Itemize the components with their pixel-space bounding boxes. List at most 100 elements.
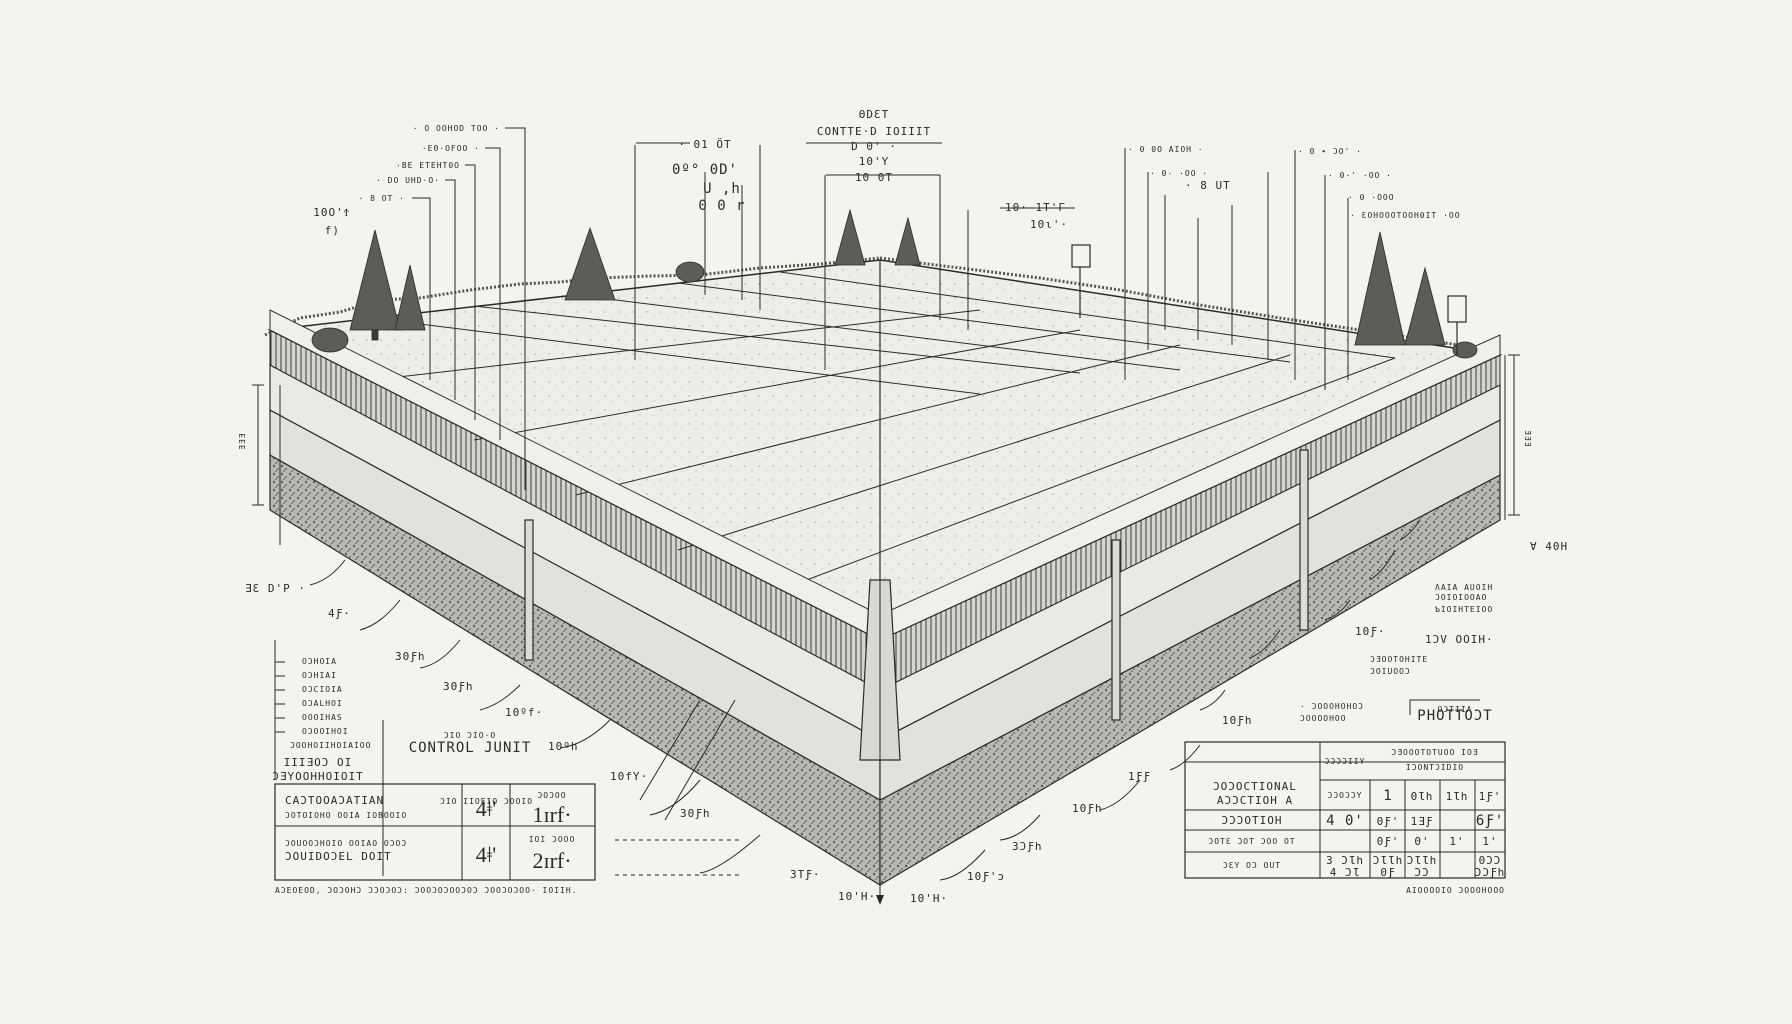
label: 30Ƒh <box>680 807 711 820</box>
table-cell: 1ƎƑ <box>1411 815 1434 828</box>
label: ƄIOIHTEIOO <box>1435 605 1493 614</box>
label: 10fY· <box>610 770 648 783</box>
table-cell: 1Ƒ' <box>1479 790 1502 803</box>
leader-lines <box>279 127 1506 881</box>
label: 10'H· <box>838 890 876 903</box>
legend-item: OƆCIOIA <box>302 685 343 694</box>
label: f) <box>325 224 340 237</box>
tree-icon <box>349 229 401 341</box>
label: 10Ο'Ϯ <box>313 206 350 219</box>
control-joint-label: CONTROL JUNIT <box>409 740 532 756</box>
label: 10ɩ'· <box>1030 218 1068 231</box>
label: · 0· ·OO · <box>1150 169 1208 178</box>
bottom-left-caption: AƆEOEOD, ƆOƆOHƆ ƆƆOƆOƆ: ƆOOƆOƆOOƆOƆ ƆOOƆ… <box>275 886 577 895</box>
dimension-label-left: ƎƎƎ <box>238 433 247 450</box>
tree-icon <box>834 208 866 266</box>
label: 10Ƒh <box>1222 714 1253 727</box>
label: · O OOHOD TOO · <box>413 124 500 133</box>
table-row-name: ƆOUIDOƆEL DOIT <box>285 850 392 863</box>
legend-item: ƆOOHOIIHOIAIOO <box>290 741 371 750</box>
label: 10Ƒ· <box>1355 625 1386 638</box>
tree-icon <box>894 216 921 266</box>
control-joint-section <box>859 260 901 905</box>
label: ·ΕΘ·OFOO · <box>422 144 480 153</box>
table-cell: 0Ƒ' <box>1377 835 1400 848</box>
dimension-label-right: ƎƎƎ <box>1523 430 1532 447</box>
label: ɅAIA AUOIH <box>1435 583 1493 592</box>
left-legend: OƆHOIA OƆHIAI OƆCIOIA OƆALHOI OOOIHAS OƆ… <box>272 640 371 783</box>
table-cell: ƆƖƖh <box>1373 854 1404 867</box>
trees <box>311 208 1478 359</box>
label: ƆOIUOOƆ <box>1370 667 1411 676</box>
table-row-sub: ƆOUOOƆHOIO OOIAO OƆOƆ <box>285 839 407 848</box>
row-title: ƆOƆOCTIONAL <box>1213 780 1297 793</box>
label: · ƐOHOOOTOOH0IT ·OO <box>1350 211 1461 220</box>
label: 10Ƒh <box>1072 802 1103 815</box>
tree-icon <box>1404 266 1446 346</box>
top-mid-left-labels: · 01 ÖT 0º° 0D' U ‚h 0 0 r <box>672 138 745 214</box>
label: 10 0T <box>855 171 893 184</box>
table-cell: 1' <box>1482 835 1497 848</box>
legend-item: OOOIHAS <box>302 713 343 722</box>
label: 3ƆƑh <box>1012 840 1043 853</box>
label: ΘDƐT <box>859 108 890 121</box>
table-cell: 0' <box>1414 835 1429 848</box>
dowel-bars <box>524 449 1309 721</box>
table-cell: ƆƆOƆƆY <box>1328 791 1363 800</box>
dimension-labels: ƎƎƎ ƎƎƎ <box>238 430 1532 450</box>
table-cell: 1 <box>1383 788 1392 804</box>
grass-edge-left <box>264 256 881 337</box>
table-cell: 1Ɩh <box>1446 790 1469 803</box>
bottom-right-caption: AIOOOOIO ƆOOOHOOO <box>1406 886 1505 895</box>
label: 30Ƒh <box>395 650 426 663</box>
column-header: ƆƆƆƆIIY <box>1325 757 1366 766</box>
top-left-labels: · O OOHOD TOO · ·ΕΘ·OFOO · ·BE ETEHT0O ·… <box>313 124 500 237</box>
label: ƆƎOOTOHITE <box>1370 655 1428 664</box>
dimension-bars <box>252 142 1520 516</box>
label: ƎƐ D'P · <box>245 582 306 595</box>
tree-icon <box>394 264 426 331</box>
table-row-sub: ƆOTOIOHO OOIA IOBOOIO <box>285 811 407 820</box>
label: 3TƑ· <box>790 868 821 881</box>
layer-stack-left <box>269 329 881 887</box>
table-cell: 4ǂ' <box>476 842 496 867</box>
label: · 8 OT · <box>358 194 405 203</box>
top-center-labels: ΘDƐT CONTTE·D IOIIIT D 0' · 10'Y 10 0T <box>817 108 931 184</box>
side-left-labels: ƎƐ D'P · 4Ƒ· 30Ƒh 30Ƒh 10ºf· 10ºh 10fY· … <box>245 582 876 903</box>
column-header: IƆONTƆIDIO <box>1406 763 1464 772</box>
label: 10'H· <box>910 892 948 905</box>
label: 10Ƒ'ɔ <box>967 870 1005 883</box>
label: Ɐ 40H <box>1530 540 1568 553</box>
label: PHOTTOƆT <box>1417 708 1492 724</box>
table-cell: 4 0' <box>1326 813 1364 829</box>
control-joint-title: CONTTE·D IOIIIT <box>817 125 931 138</box>
label: 1ƑƑ <box>1128 770 1151 783</box>
table-row-name: CAƆTOOAƆATIAN <box>285 794 384 807</box>
table-cell: 4ǂ' <box>476 796 496 821</box>
row-title: ƆƆƆOTIOH <box>1222 814 1283 827</box>
label: U ‚h <box>703 181 741 197</box>
legend-item: OƆALHOI <box>302 699 343 708</box>
column-header: ƆƎOOOTOTUOO IOƎ <box>1391 748 1478 757</box>
layer-stack-right <box>879 354 1501 887</box>
table-cell: 1' <box>1449 835 1464 848</box>
label: ƆOOOOHOO <box>1300 714 1347 723</box>
label: 10ºh <box>548 740 579 753</box>
label: · ƆOOOHOHOƆ <box>1300 702 1364 711</box>
label: · 8 UT <box>1185 179 1231 192</box>
row-title: ƆOTƐ ƆOT ƆOO OT <box>1208 837 1295 846</box>
table-cell: ƆƆ <box>1414 866 1429 879</box>
table-cell: 3 ƆƖh <box>1326 854 1364 867</box>
top-far-right-labels: · 0 ∙ ƆO' · · 0·' ·OO · · 0 ·OOO · ƐOHOO… <box>1298 147 1461 220</box>
table-cell: ƆƆƑh <box>1475 866 1506 879</box>
legend-title: ƆƎYOOHHOIOIT <box>272 770 363 783</box>
side-right-labels: Ɐ 40H ɅAIA AUOIH ƆOIOIOOAO ƄIOIHTEIOO 10… <box>910 540 1568 905</box>
label: ·BE ETEHT0O <box>396 161 460 170</box>
table-cell: ƆƖƖh <box>1407 854 1438 867</box>
table-cell: IOI ƆOOO <box>529 835 576 844</box>
label: 10· 1T'Γ <box>1005 201 1066 214</box>
table-cell: ƆOƆOO <box>537 791 566 800</box>
sign-post-icon <box>1071 244 1467 355</box>
tree-icon <box>564 226 616 301</box>
label: 10ºf· <box>505 706 543 719</box>
